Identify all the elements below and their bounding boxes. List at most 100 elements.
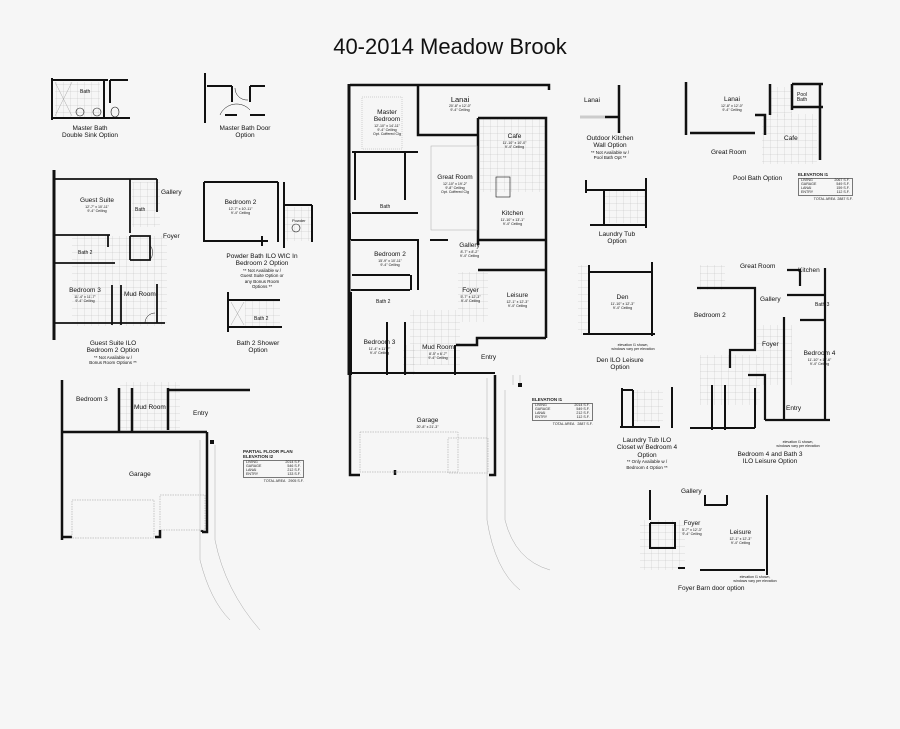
laundry-tub-plan [585, 178, 647, 228]
room-label-kitchen: Kitchen 11'-10" x 13'-1" 9'-4" Ceiling [490, 210, 535, 227]
room-label-lanai: Lanai 20'-8" x 12'-0" 9'-4" Ceiling [435, 96, 485, 113]
room-label: Gallery [760, 296, 781, 303]
room-label-mud-room: Mud Room 8'-5" x 6'-7" 9'-4" Ceiling [418, 344, 458, 360]
room-dims: 12'-7" x 10'-11" [228, 206, 253, 211]
pool-bath-plan [684, 82, 823, 164]
room-name: Great Room [437, 174, 473, 181]
caption-line: Option [637, 451, 657, 459]
room-name: Master Bedroom [373, 109, 401, 123]
room-label: Mud Room [134, 404, 166, 411]
room-label: Bath 2 [254, 316, 269, 322]
room-label-garage: Garage 20'-8" x 21'-3" [405, 417, 450, 429]
room-label-bedroom-2: Bedroom 2 15'-9" x 10'-11" 9'-4" Ceiling [365, 251, 415, 268]
caption-line: Laundry Tub [598, 231, 636, 238]
room-ceiling: 9'-4" Ceiling [75, 299, 95, 304]
total-label: TOTAL AREA [813, 196, 836, 201]
room-label-bedroom-3: Bedroom 3 11'-4" x 11'-7" 9'-4" Ceiling [60, 287, 110, 304]
table-cell: LANAI [535, 410, 546, 415]
room-extra: Opt. Coffered Clg [373, 132, 401, 137]
room-ceiling: 9'-4" Ceiling [87, 209, 107, 214]
option-caption: Bath 2 Shower Option [228, 340, 288, 355]
option-caption: Den ILO Leisure Option [585, 357, 655, 372]
table-cell: 2014 S.F. [285, 460, 301, 464]
note-line: ** Not Available w / [243, 267, 281, 273]
total-value: 2887 S.F. [837, 196, 853, 201]
caption-line: Den ILO Leisure [596, 357, 644, 364]
note-line: Pool Bath Opt ** [593, 155, 627, 161]
caption-line: Outdoor Kitchen [586, 135, 634, 142]
room-label: Entry [481, 354, 497, 361]
table-cell: 212 S.F. [287, 467, 301, 472]
table-row: GARAGE 549 S.F. [533, 406, 593, 412]
table-total: TOTAL AREA 2905 S.F. [243, 479, 304, 483]
room-dims: 20'-8" x 12'-0" [448, 103, 472, 108]
table-cell: 112 S.F. [836, 189, 850, 194]
table-cell: 546 S.F. [287, 463, 301, 468]
table-total: TOTAL AREA 2887 S.F. [532, 422, 593, 426]
option-caption: Guest Suite ILO Bedroom 2 Option ** Not … [68, 340, 158, 366]
room-dims: 12'-8" x 12'-0" [720, 103, 744, 108]
room-ceiling: 9'-4" Ceiling [682, 532, 702, 537]
room-name: Kitchen [501, 210, 524, 217]
room-label-bedroom-4: Bedroom 4 11'-10" x 11'-6" 9'-4" Ceiling [797, 350, 842, 366]
room-extra: Opt. Coffered Clg [441, 190, 469, 195]
caption-line: Laundry Tub ILO [622, 437, 672, 444]
room-label: Bath [135, 207, 146, 213]
room-label-foyer: Foyer 5'-7" x 12'-3" 9'-4" Ceiling [453, 287, 488, 304]
room-ceiling: 9'-4" Ceiling [460, 299, 481, 304]
note-line: any Bonus Room [244, 278, 280, 284]
master-bath-double-sink-plan [51, 78, 130, 120]
room-label: Bath [80, 89, 91, 95]
room-name: Den [616, 294, 629, 301]
table-cell: 2014 S.F. [574, 403, 590, 407]
note-line: ** Only Available w / [626, 459, 668, 465]
room-ceiling: 9'-4" Ceiling [450, 108, 470, 113]
room-dims: 8'-7" x 8'-2" [460, 249, 479, 254]
table-row: LANAI 212 S.F. [244, 467, 304, 473]
room-name: Cafe [507, 133, 522, 140]
table-cell: GARAGE [535, 406, 551, 411]
note-line: Guest Suite Option or [240, 273, 284, 279]
note-line: Bonus Room Options ** [89, 360, 137, 366]
room-ceiling: 9'-8" Ceiling [445, 186, 465, 191]
caption-line: ILO Leisure Option [742, 458, 798, 466]
note-line: windows vary per elevation [733, 579, 777, 584]
room-dims: 11'-10" x 12'-3" [610, 301, 635, 306]
room-ceiling: 9'-4" Ceiling [369, 351, 390, 356]
caption-line: Bedroom 2 Option [235, 260, 289, 268]
elevation-note: elevation I1 shown, windows vary per ele… [730, 575, 780, 584]
room-label-bedroom-2: Bedroom 2 12'-7" x 10'-11" 9'-4" Ceiling [218, 199, 263, 215]
room-name: Foyer [462, 287, 479, 294]
caption-line: Bedroom 4 and Bath 3 [737, 451, 803, 458]
room-dims: 12'-10" x 14'-11" [374, 123, 400, 128]
table-cell: LANAI [246, 467, 257, 472]
option-caption: Bedroom 4 and Bath 3 ILO Leisure Option [730, 451, 810, 466]
note-line: Options ** [251, 284, 273, 290]
room-name: Leisure [729, 529, 752, 536]
caption-line: Guest Suite ILO [89, 340, 137, 347]
room-label: Great Room [711, 149, 747, 156]
table-cell: 133 S.F. [287, 471, 301, 476]
room-label-foyer: Foyer 5'-7" x 12'-3" 9'-4" Ceiling [677, 520, 707, 537]
room-ceiling: 9'-4" Ceiling [380, 263, 400, 268]
elevation-i2-partial-plan [60, 380, 261, 631]
room-label: Foyer [163, 233, 180, 240]
table-cell: ENTRY [801, 189, 814, 194]
table-cell: GARAGE [801, 181, 817, 186]
room-label-guest-suite: Guest Suite 12'-7" x 10'-11" 9'-4" Ceili… [62, 197, 132, 214]
note-line: windows vary per elevation [776, 444, 820, 449]
table-cell: 549 S.F. [576, 406, 590, 411]
room-label: Gallery [161, 189, 182, 196]
room-dims: 20'-8" x 21'-3" [416, 424, 439, 429]
room-ceiling: 9'-4" Ceiling [502, 222, 523, 227]
room-dims: 5'-7" x 12'-3" [681, 527, 703, 532]
table-cell: GARAGE [246, 463, 262, 468]
main-floor-plan [347, 83, 551, 591]
room-label: Bath 2 [376, 299, 391, 305]
caption-line: Option [607, 238, 627, 246]
room-dims: 11'-4" x 11'-7" [74, 294, 96, 299]
